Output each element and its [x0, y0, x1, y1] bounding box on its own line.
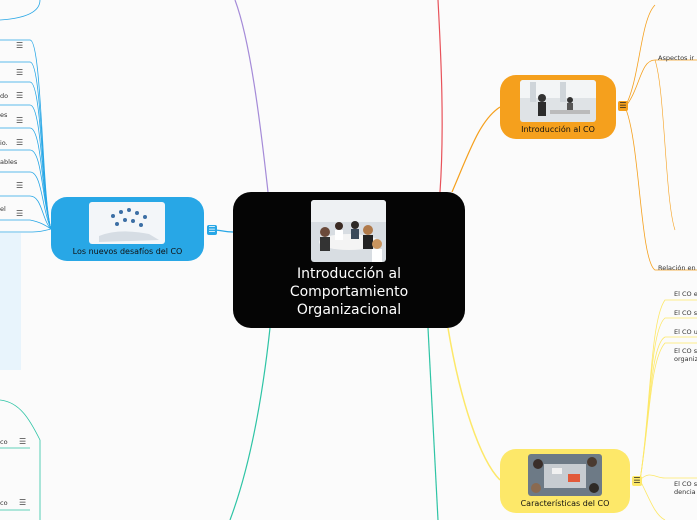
hamburger-icon[interactable]: ☰	[16, 138, 24, 147]
subtopic-relacion[interactable]: Relación en	[658, 264, 696, 272]
topic-caracteristicas-image	[528, 454, 602, 496]
central-topic-image	[311, 200, 386, 262]
hamburger-icon[interactable]: ☰	[19, 498, 27, 507]
topic-intro-label: Introducción al CO	[521, 125, 595, 134]
office-photo-icon	[520, 80, 596, 122]
hamburger-icon[interactable]: ☰	[632, 476, 642, 486]
hamburger-icon[interactable]: ☰	[16, 181, 24, 190]
topic-desafios-image	[89, 202, 165, 244]
central-topic-title: Introducción al Comportamiento Organizac…	[289, 266, 409, 318]
subtopic-co-5-cont: dencia	[674, 488, 696, 496]
topic-caracteristicas[interactable]: Características del CO	[500, 449, 630, 513]
topic-intro-image	[520, 80, 596, 122]
subtopic-co-1[interactable]: El CO e	[674, 290, 697, 298]
subtopic-bottom-left-2[interactable]: co	[0, 499, 8, 507]
subtopic-co-4-cont: organiz	[674, 355, 697, 363]
topic-desafios-label: Los nuevos desafíos del CO	[72, 247, 183, 256]
hamburger-icon[interactable]: ☰	[16, 41, 24, 50]
central-topic-node[interactable]: Introducción al Comportamiento Organizac…	[233, 192, 465, 328]
meeting-photo-icon	[311, 200, 386, 262]
hamburger-icon[interactable]: ☰	[16, 209, 24, 218]
hamburger-icon[interactable]: ☰	[19, 437, 27, 446]
topic-caracteristicas-label: Características del CO	[520, 499, 610, 508]
hamburger-icon[interactable]: ☰	[16, 91, 24, 100]
network-hand-photo-icon	[89, 202, 165, 244]
collapsed-note-panel	[0, 233, 21, 370]
subtopic-left-5[interactable]: el	[0, 205, 6, 213]
topic-desafios[interactable]: Los nuevos desafíos del CO	[51, 197, 204, 261]
subtopic-left-1[interactable]: do	[0, 92, 9, 100]
subtopic-left-3[interactable]: io.	[0, 139, 8, 147]
topic-introduccion[interactable]: Introducción al CO	[500, 75, 616, 139]
subtopic-co-3[interactable]: El CO u	[674, 328, 697, 336]
subtopic-aspectos[interactable]: Aspectos ir	[658, 54, 694, 62]
hamburger-icon[interactable]: ☰	[618, 101, 628, 111]
teamwork-photo-icon	[528, 454, 602, 496]
hamburger-icon[interactable]: ☰	[16, 68, 24, 77]
subtopic-co-4[interactable]: El CO s	[674, 347, 697, 355]
subtopic-co-5[interactable]: El CO s	[674, 480, 697, 488]
subtopic-left-2[interactable]: es	[0, 111, 8, 119]
subtopic-left-4[interactable]: ables	[0, 158, 18, 166]
subtopic-bottom-left-1[interactable]: co	[0, 438, 8, 446]
subtopic-co-2[interactable]: El CO s	[674, 309, 697, 317]
hamburger-icon[interactable]: ☰	[16, 116, 24, 125]
hamburger-icon[interactable]: ☰	[207, 225, 217, 235]
